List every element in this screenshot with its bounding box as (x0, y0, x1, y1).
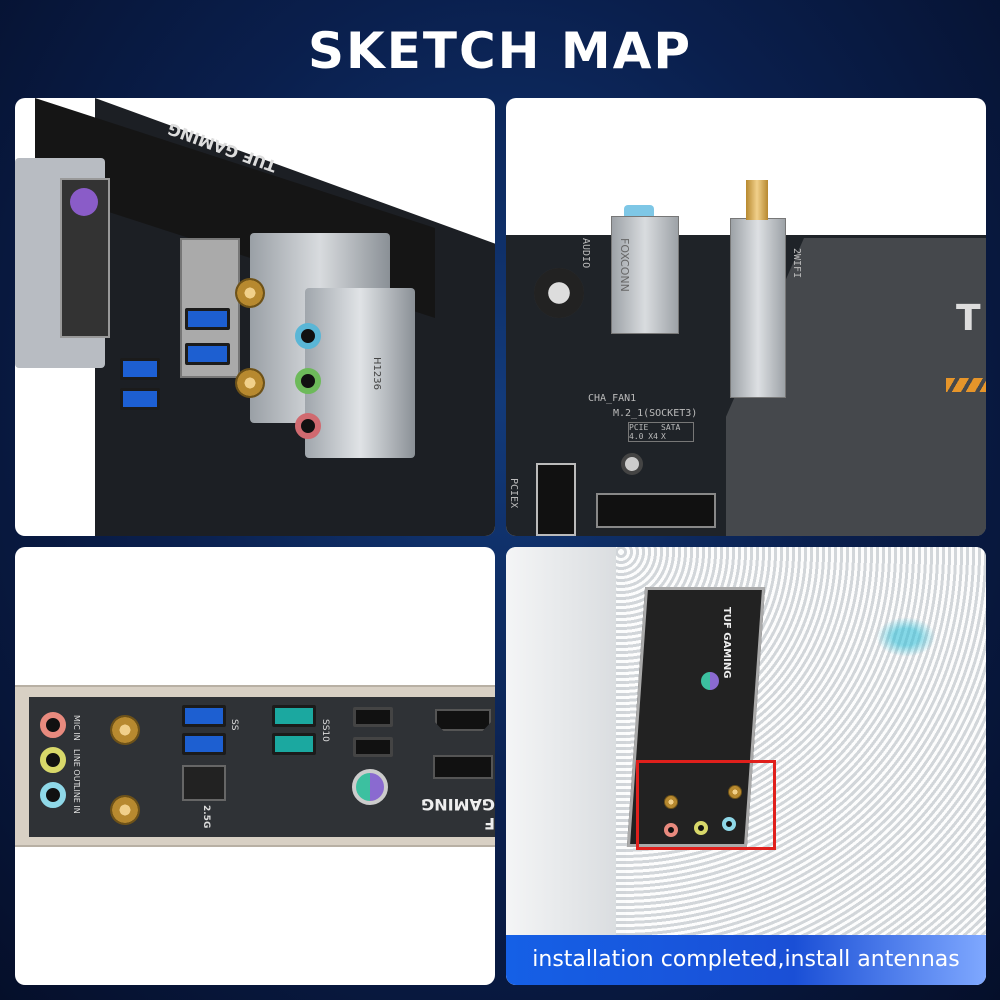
heatsink-accent (946, 378, 986, 392)
photo-installed-case: TUF GAMING installation completed,instal… (506, 547, 986, 985)
table-cell: X (661, 432, 666, 441)
brand-text: F GAMING (421, 795, 495, 833)
antenna-connector (728, 785, 742, 799)
antenna-connector (746, 180, 768, 220)
ps2-port (70, 188, 98, 216)
table-cell: SATA (661, 423, 681, 432)
usb-port (120, 358, 160, 380)
audio-jack-pink (295, 413, 321, 439)
audio-jack-green (295, 368, 321, 394)
photo-board-closeup: T FOXCONN AUDIO 2WIFI CHA_FAN1 M.2_1(SOC… (506, 98, 986, 536)
line-out-jack (694, 821, 708, 835)
wifi-shield-can (730, 218, 786, 398)
highlight-box (636, 760, 776, 850)
jack-label: LINE IN (72, 785, 81, 814)
audio-shield-can (611, 216, 679, 334)
caption-banner: installation completed,install antennas (506, 935, 986, 985)
antenna-connector (235, 368, 265, 398)
io-shield (29, 697, 495, 837)
wifi-label: 2WIFI (791, 248, 802, 279)
hdmi-port (435, 709, 491, 731)
module-label: H1236 (370, 357, 382, 390)
photo-io-shield-front: MIC IN LINE OUT LINE IN SS 2.5G SS10 F G… (15, 547, 495, 985)
displayport (433, 755, 493, 779)
table-cell: PCIE (629, 423, 649, 432)
vendor-label: FOXCONN (618, 238, 631, 292)
usb-port (272, 705, 316, 727)
usb-label: SS (229, 719, 239, 731)
jack-label: LINE OUT (72, 749, 81, 787)
usb-port (272, 733, 316, 755)
jack-label: MIC IN (72, 715, 81, 741)
m2-label: M.2_1(SOCKET3) (613, 408, 698, 419)
m2-slot (596, 493, 716, 528)
ps2-port (701, 672, 719, 690)
usb-port (185, 308, 230, 330)
mounting-screw (534, 268, 584, 318)
antenna-connector (235, 278, 265, 308)
fan-label: CHA_FAN1 (588, 393, 637, 404)
logo-decal (876, 617, 936, 657)
line-in-jack (40, 782, 66, 808)
photo-motherboard-io-angle: TUF GAMING H1236 (15, 98, 495, 536)
audio-label: AUDIO (580, 238, 591, 269)
usb-label: SS10 (320, 719, 330, 742)
usb2-port (353, 737, 393, 757)
line-out-jack (40, 747, 66, 773)
usb-port (185, 343, 230, 365)
antenna-connector (664, 795, 678, 809)
line-in-jack (722, 817, 736, 831)
audio-module (305, 288, 415, 458)
pcie-label: PCIEX (508, 478, 519, 509)
pcie-slot (536, 463, 576, 536)
lan-port (182, 765, 226, 801)
shield-brand: TUF GAMING (721, 607, 732, 679)
page-title: SKETCH MAP (307, 22, 693, 80)
usb-port (182, 705, 226, 727)
lan-label: 2.5G (201, 805, 211, 829)
mic-jack (664, 823, 678, 837)
antenna-connector (110, 795, 140, 825)
ps2-port (352, 769, 388, 805)
m2-standoff (621, 453, 643, 475)
mic-in-jack (40, 712, 66, 738)
audio-jack-blue (295, 323, 321, 349)
usb2-port (353, 707, 393, 727)
table-cell: 4.0 X4 (629, 432, 658, 441)
usb-port (182, 733, 226, 755)
antenna-connector (110, 715, 140, 745)
usb-port (120, 388, 160, 410)
